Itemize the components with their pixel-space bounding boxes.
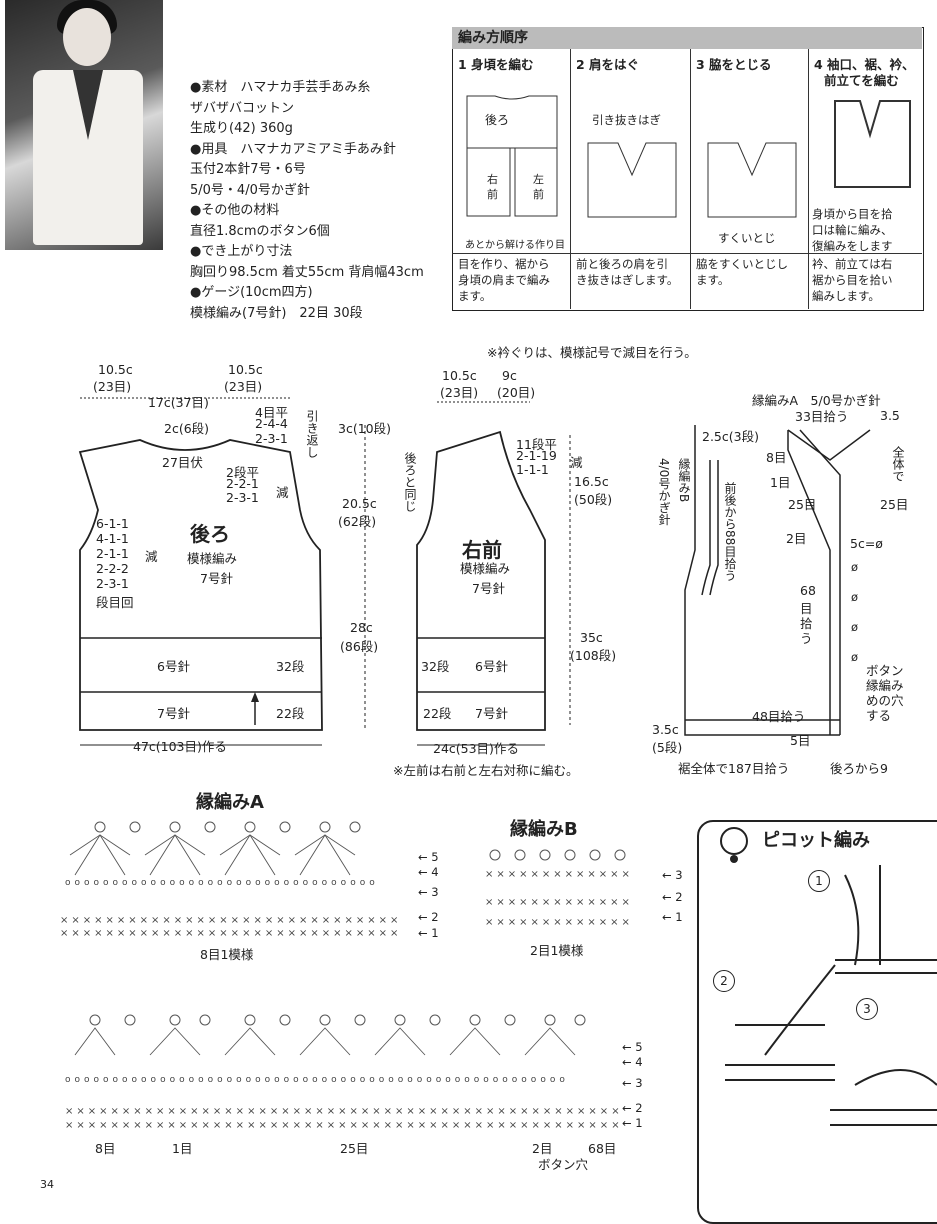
picot-title: ピコット編み — [762, 830, 870, 851]
svg-text:右: 右 — [487, 172, 498, 186]
step-4-title: 4 袖口、裾、衿、 — [814, 57, 915, 72]
picot-icon — [720, 827, 748, 863]
chart-a-top: ooooooooooooooooooooooooooooooooo ××××××… — [60, 821, 400, 939]
button-mark: ø — [851, 590, 859, 604]
right-front-diagram — [416, 401, 571, 746]
step-2-sketch — [587, 142, 677, 218]
page-number: 34 — [40, 1178, 54, 1191]
material-line: 模様編み(7号針) 22目 30段 — [190, 305, 363, 321]
svg-text:×××××××××××××: ××××××××××××× — [485, 869, 633, 880]
divider — [690, 49, 691, 309]
step-3-desc: 脇をすくいとじし ます。 — [696, 257, 788, 287]
sketch-label: 後ろ — [485, 113, 509, 127]
sketch-label: 引き抜きはぎ — [592, 113, 661, 127]
picot-step-3: 3 — [856, 998, 878, 1020]
material-line: 生成り(42) 360g — [190, 121, 293, 136]
svg-text:××××××××××××××××××××××××××××××: ××××××××××××××××××××××××××××××××××××××××… — [65, 1106, 620, 1117]
svg-text:oooooooooooooooooooooooooooooo: ooooooooooooooooooooooooooooooooo — [65, 878, 379, 888]
material-line: ●素材 ハマナカ手芸手あみ糸 — [190, 80, 371, 95]
material-line: ●ゲージ(10cm四方) — [190, 285, 313, 300]
step-3-sketch — [707, 142, 797, 218]
button-mark: ø — [851, 620, 859, 634]
step-4-title-2: 前立てを編む — [824, 73, 899, 88]
svg-text:前: 前 — [533, 187, 544, 201]
divider — [452, 253, 922, 254]
svg-text:左: 左 — [533, 173, 544, 186]
height-dimension-line — [364, 425, 366, 730]
sketch-note: あとから解ける作り目 — [465, 240, 565, 251]
chart-a-bottom: oooooooooooooooooooooooooooooooooooooooo… — [65, 1014, 620, 1131]
step-4-sketch — [834, 100, 911, 188]
material-line: 直径1.8cmのボタン6個 — [190, 223, 330, 239]
back-title: 後ろ — [190, 522, 230, 546]
step-1-title: 1 身頃を編む — [458, 57, 534, 72]
model-photo — [5, 0, 163, 250]
materials-list: ●素材 ハマナカ手芸手あみ糸 ザバザバコットン 生成り(42) 360g ●用具… — [190, 78, 424, 324]
back-piece-diagram — [78, 397, 323, 746]
neck-note: ※衿ぐりは、模様記号で減目を行う。 — [487, 345, 697, 360]
svg-text:×××××××××××××: ××××××××××××× — [485, 897, 633, 908]
svg-text:前: 前 — [487, 187, 498, 201]
sketch-label: すくいとじ — [718, 231, 776, 245]
step-2-desc: 前と後ろの肩を引 き抜きはぎします。 — [576, 257, 679, 287]
step-3-title: 3 脇をとじる — [696, 57, 772, 72]
chart-b-title: 縁編みB — [510, 819, 578, 840]
step-1-desc: 目を作り、裾から 身頃の肩まで編み ます。 — [458, 257, 550, 303]
step-1-sketch: 後ろ 右 前 左 前 — [466, 95, 558, 217]
svg-text:××××××××××××××××××××××××××××××: ××××××××××××××××××××××××××××××××× — [60, 928, 400, 939]
material-line: 玉付2本針7号・6号 — [190, 162, 306, 177]
sketch-label: 復編みをします — [812, 239, 893, 253]
picot-step-2: 2 — [713, 970, 735, 992]
picot-step-1: 1 — [808, 870, 830, 892]
front-title: 右前 — [462, 538, 502, 562]
material-line: ●その他の材料 — [190, 203, 280, 218]
material-line: ザバザバコットン — [190, 100, 295, 116]
picot-illustrations — [725, 865, 937, 1126]
svg-text:××××××××××××××××××××××××××××××: ××××××××××××××××××××××××××××××××× — [60, 915, 400, 926]
material-line: 胸回り98.5cm 着丈55cm 背肩幅43cm — [190, 264, 424, 280]
sketch-label: 口は輪に編み、 — [812, 223, 893, 237]
photo-vneck — [73, 70, 103, 140]
sketch-label: 身頃から目を拾 — [812, 207, 893, 221]
button-mark: ø — [851, 560, 859, 574]
button-mark: ø — [851, 650, 859, 664]
chart-b: ××××××××××××× ××××××××××××× ××××××××××××… — [485, 849, 633, 928]
svg-text:××××××××××××××××××××××××××××××: ××××××××××××××××××××××××××××××××××××××××… — [65, 1120, 620, 1131]
divider — [570, 49, 571, 309]
svg-text:oooooooooooooooooooooooooooooo: oooooooooooooooooooooooooooooooooooooooo… — [65, 1075, 569, 1085]
material-line: 5/0号・4/0号かぎ針 — [190, 182, 310, 198]
svg-text:×××××××××××××: ××××××××××××× — [485, 917, 633, 928]
step-2-title: 2 肩をはぐ — [576, 57, 640, 72]
material-line: ●用具 ハマナカアミアミ手あみ針 — [190, 141, 396, 157]
knitting-order-title: 編み方順序 — [452, 27, 922, 49]
divider — [808, 49, 809, 309]
photo-face — [63, 8, 111, 66]
edging-diagram — [684, 425, 871, 736]
step-4-desc: 衿、前立ては右 裾から目を拾い 編みします。 — [812, 257, 893, 303]
knitting-order-box — [452, 27, 924, 311]
chart-a-title: 縁編みA — [196, 792, 264, 813]
material-line: ●でき上がり寸法 — [190, 244, 293, 259]
